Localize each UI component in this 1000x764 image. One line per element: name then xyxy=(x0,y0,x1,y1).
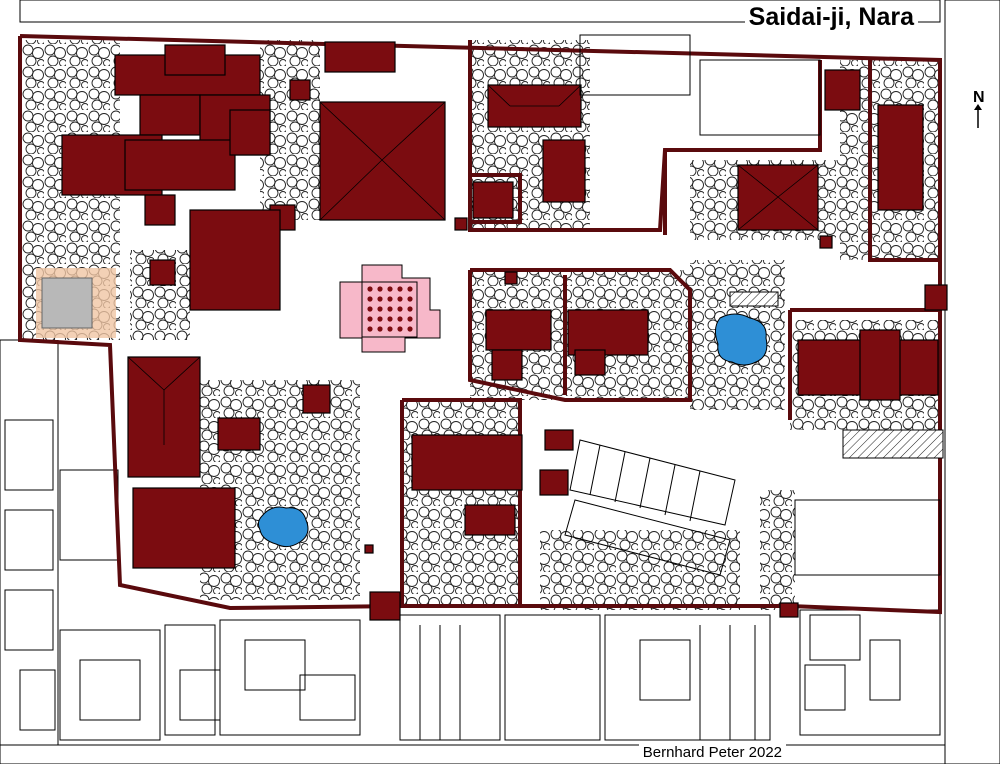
ponds xyxy=(257,313,768,548)
foundation-stone xyxy=(387,306,393,312)
foundation-stone xyxy=(377,326,383,332)
foundation-stone xyxy=(397,316,403,322)
foundation-stone xyxy=(397,306,403,312)
foundation-stone xyxy=(367,306,373,312)
foundation-stone xyxy=(367,286,373,292)
foundation-stone xyxy=(407,326,413,332)
foundation-stone xyxy=(367,316,373,322)
foundation-stone xyxy=(407,306,413,312)
map-credit: Bernhard Peter 2022 xyxy=(638,744,786,762)
foundation-stone xyxy=(367,326,373,332)
north-arrow: N xyxy=(973,89,985,106)
temple-buildings xyxy=(61,41,948,621)
pagoda-foundation-stones xyxy=(367,286,413,332)
foundation-stone xyxy=(397,326,403,332)
foundation-stone xyxy=(407,286,413,292)
foundation-stone xyxy=(377,306,383,312)
foundation-stone xyxy=(397,296,403,302)
foundation-stone xyxy=(377,286,383,292)
foundation-stone xyxy=(377,316,383,322)
foundation-stone xyxy=(367,296,373,302)
foundation-stone xyxy=(407,316,413,322)
map-title: Saidai-ji, Nara xyxy=(744,2,918,32)
foundation-stone xyxy=(387,296,393,302)
foundation-stone xyxy=(377,296,383,302)
foundation-stone xyxy=(387,316,393,322)
foundation-stone xyxy=(387,326,393,332)
parking-areas xyxy=(564,34,944,576)
foundation-stone xyxy=(397,286,403,292)
pagoda-ruin xyxy=(36,268,116,338)
precinct-walls xyxy=(18,34,942,615)
foundation-stone xyxy=(407,296,413,302)
roof-ridges xyxy=(127,84,819,445)
foundation-stone xyxy=(387,286,393,292)
